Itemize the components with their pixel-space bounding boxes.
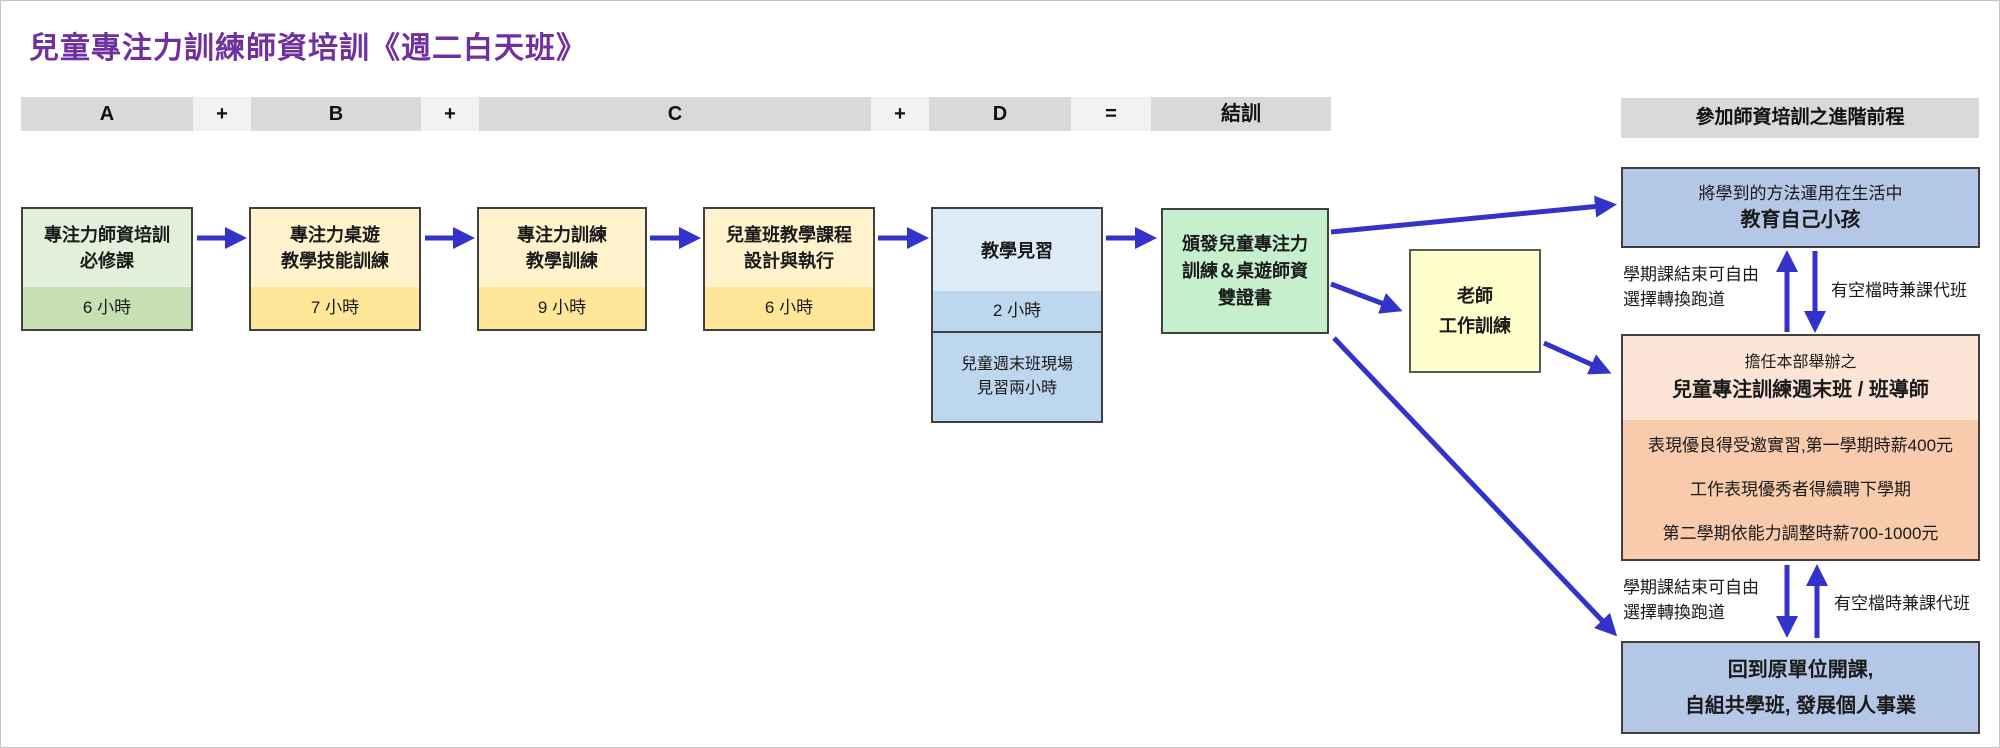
formula-equals: = [1071,97,1151,131]
course-box-a: 專注力師資培訓 必修課 6 小時 [21,207,193,331]
formula-stage-b: B [251,97,421,131]
note-substitute-top: 有空檔時兼課代班 [1831,281,1967,300]
arrow-teacher-to-weekend [1542,340,1612,375]
course-box-c1: 專注力訓練 教學訓練 9 小時 [477,207,647,331]
career-weekend-title: 兒童專注訓練週末班 / 班導師 [1672,379,1929,401]
course-d-hours: 2 小時 [933,291,1101,331]
career-own-line1: 回到原單位開課, [1727,658,1874,681]
career-weekend-detail-1: 表現優良得受邀實習,第一學期時薪400元 [1647,435,1954,455]
note-transition-bottom: 學期課結束可自由 選擇轉換跑道 [1623,578,1759,622]
arrow-certificate-to-teacher [1330,281,1403,314]
course-c1-title: 專注力訓練 教學訓練 [479,209,645,287]
note-substitute-bottom: 有空檔時兼課代班 [1834,594,1970,613]
career-weekend-box: 擔任本部舉辦之 兒童專注訓練週末班 / 班導師 表現優良得受邀實習,第一學期時薪… [1621,334,1980,561]
course-d-note: 兒童週末班現場 見習兩小時 [933,331,1101,421]
course-c2-hours: 6 小時 [705,287,873,329]
course-a-hours: 6 小時 [23,287,191,329]
career-family-box: 將學到的方法運用在生活中 教育自己小孩 [1621,167,1980,248]
formula-stage-d: D [929,97,1071,131]
formula-plus-1: + [193,97,251,131]
career-weekend-header: 擔任本部舉辦之 兒童專注訓練週末班 / 班導師 [1623,336,1978,420]
note-transition-top: 學期課結束可自由 選擇轉換跑道 [1623,265,1759,309]
arrow-certificate-to-family [1330,195,1617,235]
career-own-business-box: 回到原單位開課, 自組共學班, 發展個人事業 [1621,641,1980,734]
course-c1-hours: 9 小時 [479,287,645,329]
formula-plus-3: + [871,97,929,131]
formula-result: 結訓 [1151,97,1331,131]
formula-stage-a: A [21,97,193,131]
career-weekend-detail-3: 第二學期依能力調整時薪700-1000元 [1662,523,1939,543]
career-path-header: 參加師資培訓之進階前程 [1621,98,1979,138]
career-family-line1: 將學到的方法運用在生活中 [1698,184,1903,203]
certificate-box: 頒發兒童專注力 訓練＆桌遊師資 雙證書 [1161,208,1329,334]
course-box-d: 教學見習 2 小時 兒童週末班現場 見習兩小時 [931,207,1103,423]
career-own-line2: 自組共學班, 發展個人事業 [1684,694,1917,717]
page-title: 兒童專注力訓練師資培訓《週二白天班》 [29,32,587,65]
teacher-training-box: 老師 工作訓練 [1409,249,1541,373]
course-c2-title: 兒童班教學課程 設計與執行 [705,209,873,287]
course-d-title: 教學見習 [933,209,1101,291]
formula-stage-c: C [479,97,871,131]
course-b-hours: 7 小時 [251,287,419,329]
formula-plus-2: + [421,97,479,131]
course-box-b: 專注力桌遊 教學技能訓練 7 小時 [249,207,421,331]
career-family-line2: 教育自己小孩 [1740,209,1861,231]
career-weekend-detail-2: 工作表現優秀者得續聘下學期 [1690,479,1911,499]
course-a-title: 專注力師資培訓 必修課 [23,209,191,287]
course-box-c2: 兒童班教學課程 設計與執行 6 小時 [703,207,875,331]
course-b-title: 專注力桌遊 教學技能訓練 [251,209,419,287]
arrow-certificate-to-own-business [1332,336,1618,637]
career-weekend-details: 表現優良得受邀實習,第一學期時薪400元 工作表現優秀者得續聘下學期 第二學期依… [1623,420,1978,559]
career-weekend-intro: 擔任本部舉辦之 [1744,354,1857,371]
